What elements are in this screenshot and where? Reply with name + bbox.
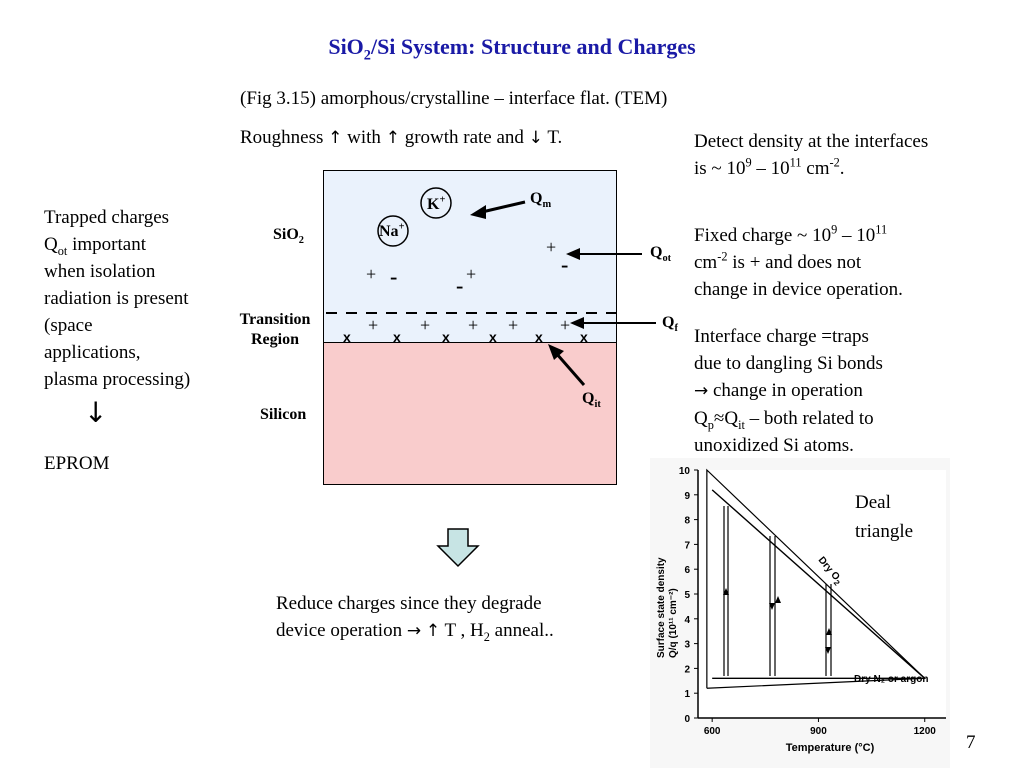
x-tick-label: 600	[704, 726, 721, 737]
oxide-minus: -	[456, 273, 464, 298]
k-ion: K+	[427, 194, 446, 213]
na-ion-circle	[377, 215, 409, 247]
arrow-down-icon: ↓	[84, 396, 108, 429]
oxide-minus: -	[561, 252, 569, 277]
oxide-minus: -	[390, 264, 398, 289]
y-tick-label: 2	[684, 664, 690, 675]
oxide-plus: +	[366, 264, 377, 284]
y-axis-label-line2: Q/q (10¹¹ cm⁻²)	[668, 588, 679, 658]
x-axis-label: Temperature (°C)	[786, 742, 875, 754]
interface-charge-note: Interface charge =traps due to dangling …	[694, 326, 883, 456]
interface-trap: x	[535, 329, 543, 345]
x-tick-label: 900	[810, 726, 827, 737]
y-tick-label: 0	[684, 714, 690, 725]
y-tick-label: 5	[684, 590, 690, 601]
qot-arrowhead	[566, 248, 580, 260]
anneal-arrowheads	[723, 588, 832, 654]
y-tick-label: 10	[679, 466, 691, 477]
plot-area	[698, 470, 946, 718]
arrow-down-icon: ↓	[528, 128, 543, 148]
y-tick-label: 3	[684, 640, 690, 651]
interface-trap: x	[580, 329, 588, 345]
page-number: 7	[966, 732, 976, 753]
interface-trap: x	[343, 329, 351, 345]
silicon-label: Silicon	[260, 406, 307, 423]
y-axis-label-line1: Surface state density	[656, 557, 667, 658]
y-tick-label: 1	[684, 689, 690, 700]
interface-density-note: Detect density at the interfaces is ~ 10…	[694, 131, 929, 179]
k-ion-circle	[420, 187, 452, 219]
arrow-right-icon: →	[694, 381, 709, 401]
triangle-outline	[706, 468, 927, 689]
slide-title: SiO2/Si System: Structure and Charges	[328, 34, 696, 64]
fixed-plus: +	[368, 315, 379, 335]
oxide-plus: +	[466, 264, 477, 284]
qot-label: Qot	[650, 244, 672, 265]
interface-trap: x	[393, 329, 401, 345]
qm-label: Qm	[530, 190, 552, 211]
fig-reference-line: (Fig 3.15) amorphous/crystalline – inter…	[240, 88, 668, 109]
fixed-plus: +	[420, 315, 431, 335]
y-tick-label: 9	[684, 491, 690, 502]
series-line-0	[711, 489, 926, 679]
y-tick-label: 6	[684, 565, 690, 576]
trapped-charges-note: Trapped charges Qot important when isola…	[44, 207, 191, 390]
oxide-plus: +	[546, 237, 557, 257]
sio2-label: SiO2	[273, 226, 304, 247]
qf-label: Qf	[662, 314, 678, 335]
qm-arrow	[481, 200, 526, 214]
qit-arrowhead	[548, 344, 564, 360]
qm-arrowhead	[470, 205, 486, 219]
arrow-right-icon: →	[406, 621, 422, 641]
transition-region	[323, 312, 617, 342]
arrow-up-icon: ↑	[328, 128, 343, 148]
charge-diagram-overlay	[326, 187, 656, 386]
interface-trap: x	[489, 329, 497, 345]
reduce-charges-note: Reduce charges since they degrade device…	[276, 593, 554, 644]
eprom-label: EPROM	[44, 453, 110, 474]
x-tick-label: 1200	[914, 726, 937, 737]
y-tick-label: 7	[684, 540, 690, 551]
qit-label: Qit	[582, 390, 601, 411]
fixed-plus: +	[560, 315, 571, 335]
roughness-line: Roughness ↑ with ↑ growth rate and ↓ T.	[240, 127, 563, 148]
fixed-plus: +	[508, 315, 519, 335]
y-tick-label: 4	[684, 615, 690, 626]
sio2-layer	[323, 170, 617, 313]
fixed-charge-note: Fixed charge ~ 109 – 1011 cm-2 is + and …	[694, 222, 903, 300]
y-tick-label: 8	[684, 516, 690, 527]
fixed-plus: +	[468, 315, 479, 335]
anneal-transition-lines	[723, 506, 832, 676]
block-arrow-down-icon	[436, 528, 480, 568]
arrow-up-icon: ↑	[425, 621, 441, 641]
interface-trap: x	[442, 329, 450, 345]
qf-arrowhead	[570, 317, 584, 329]
arrow-up-icon: ↑	[385, 128, 400, 148]
na-ion: Na+	[379, 221, 405, 240]
qit-arrow	[554, 352, 586, 386]
dry-n2-label: Dry N₂ or argon	[854, 674, 928, 685]
